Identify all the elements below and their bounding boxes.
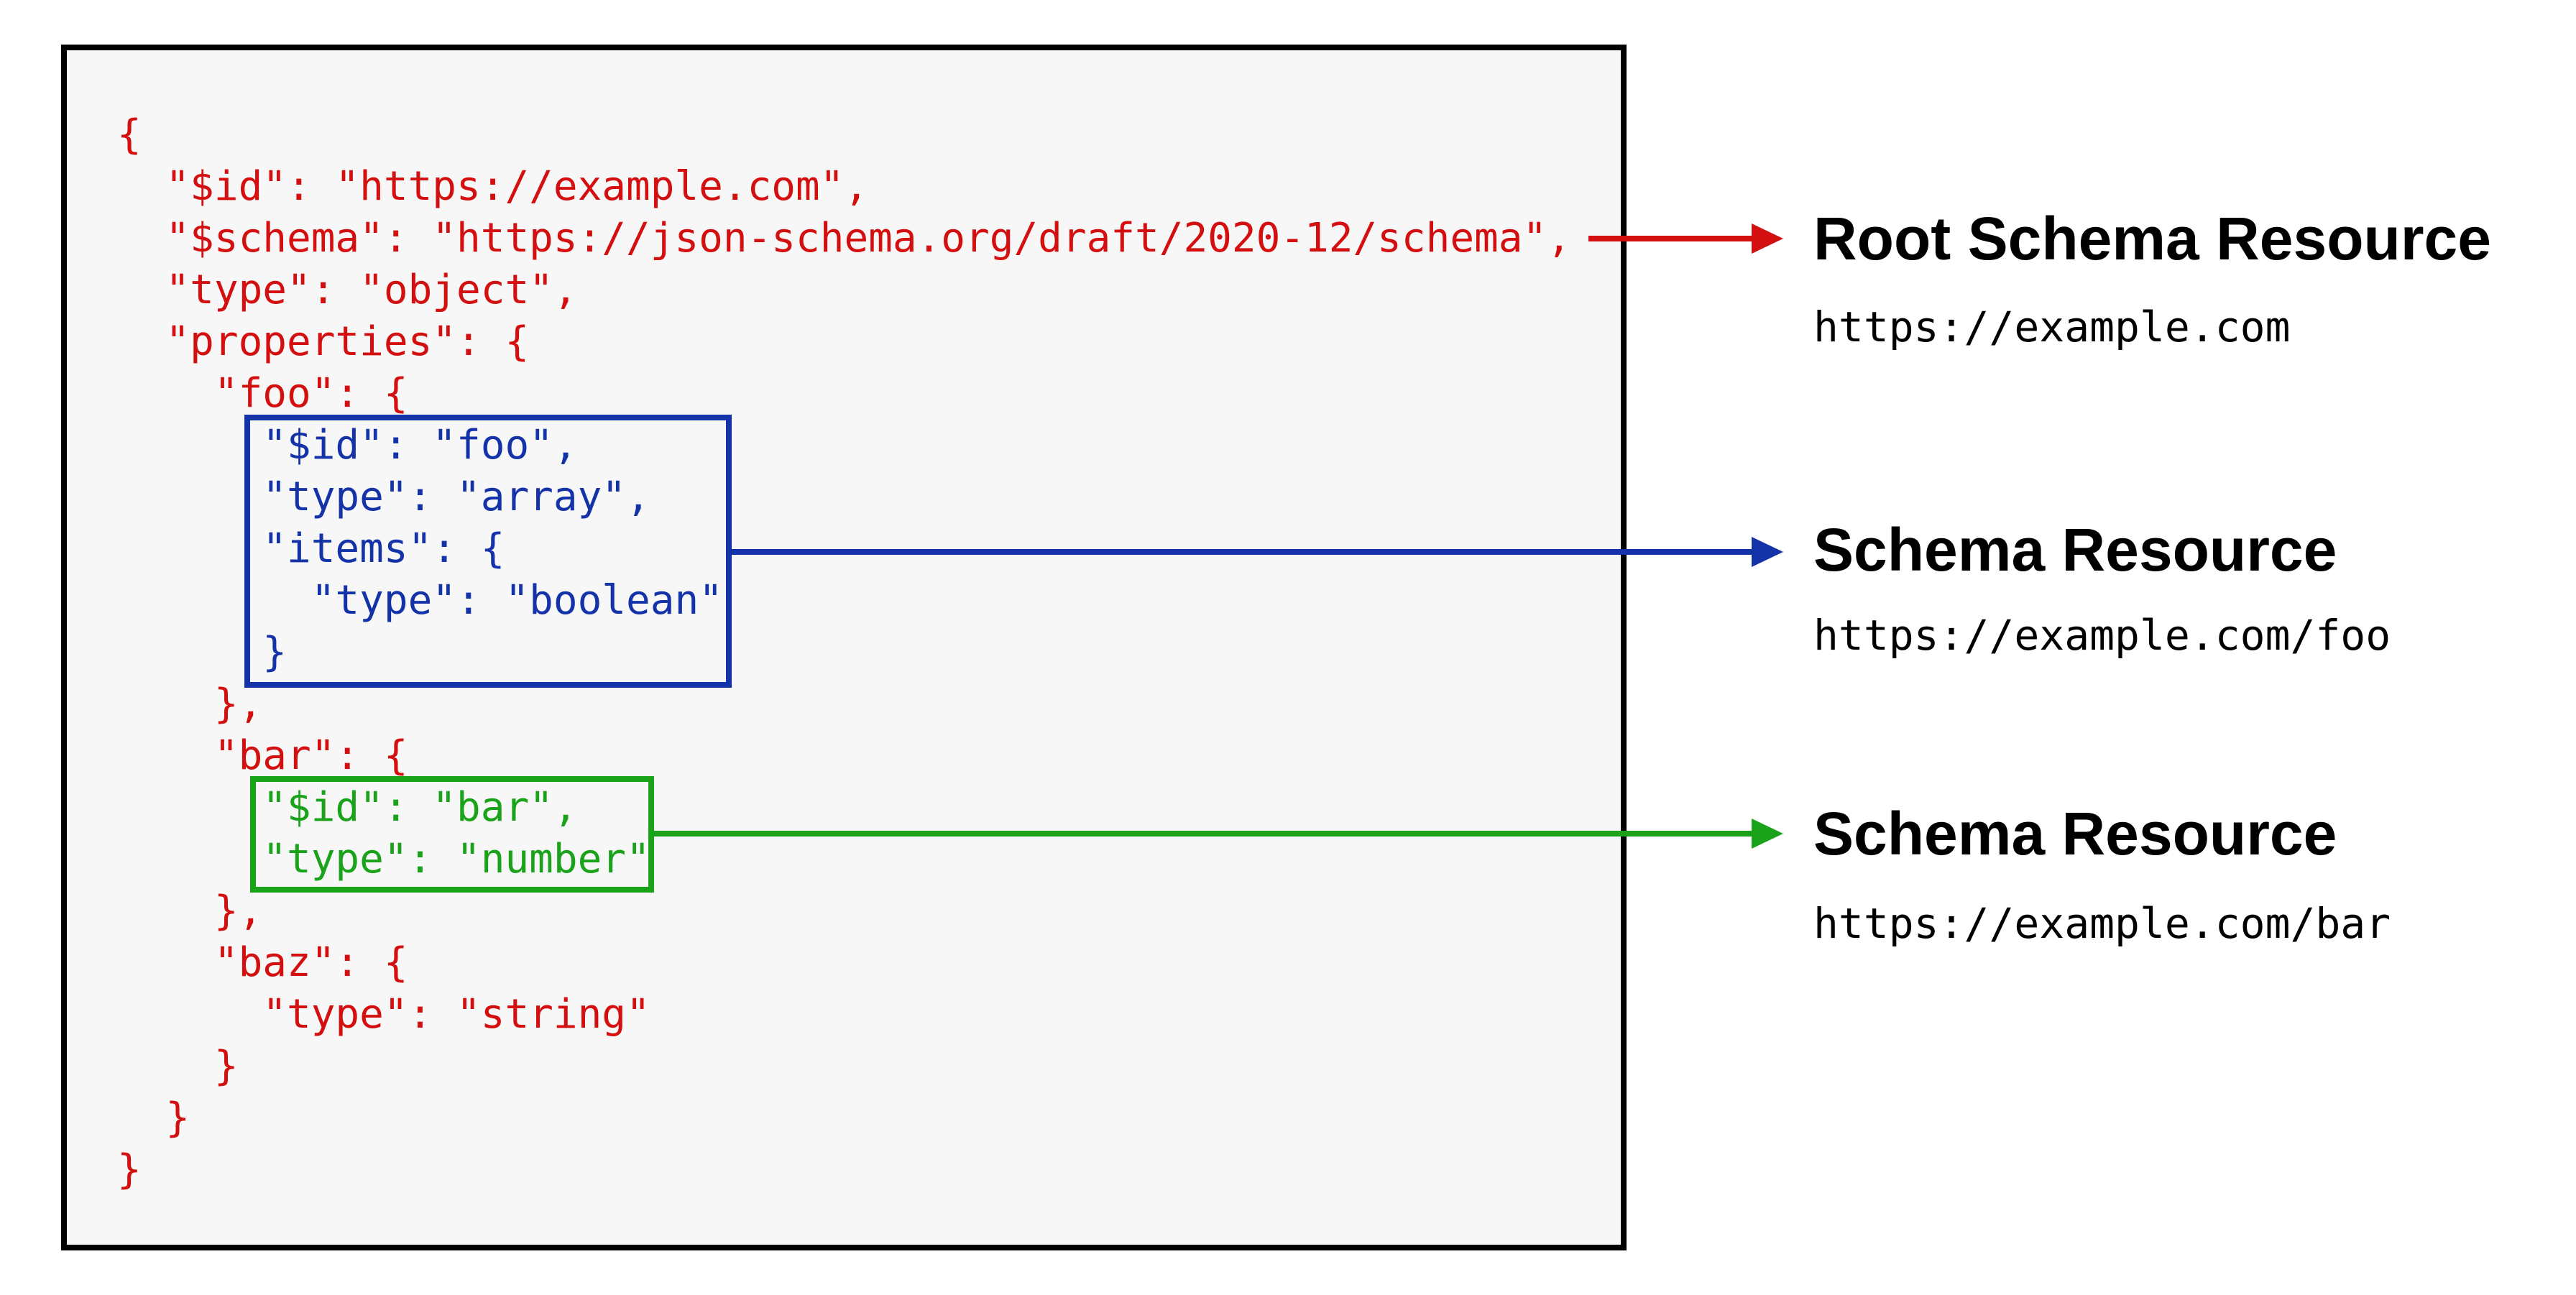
code-line: "$id": "foo",: [117, 422, 578, 469]
bar-schema-resource-title: Schema Resource: [1813, 800, 2337, 867]
foo-schema-resource-url: https://example.com/foo: [1813, 611, 2391, 660]
code-line: },: [117, 681, 263, 727]
code-line: "$id": "bar",: [117, 784, 578, 831]
root-schema-arrow-head-icon: [1752, 223, 1783, 254]
foo-schema-resource-title: Schema Resource: [1813, 516, 2337, 584]
foo-schema-arrow-line: [727, 549, 1754, 555]
json-code: { "$id": "https://example.com", "$schema…: [117, 109, 1571, 1196]
code-line: "type": "object",: [117, 267, 578, 313]
code-line: {: [117, 111, 142, 158]
code-line: },: [117, 888, 263, 934]
root-schema-resource-title: Root Schema Resource: [1813, 205, 2491, 272]
code-line: "bar": {: [117, 732, 408, 779]
code-line: "type": "number": [117, 836, 650, 882]
code-line: "baz": {: [117, 939, 408, 986]
bar-schema-arrow-head-icon: [1752, 819, 1783, 849]
code-line: }: [117, 1043, 239, 1089]
code-line: "$schema": "https://json-schema.org/draf…: [117, 215, 1571, 262]
code-line: "$id": "https://example.com",: [117, 163, 869, 210]
schema-code-panel: [61, 45, 1627, 1250]
code-line: "type": "array",: [117, 474, 650, 520]
foo-schema-arrow-head-icon: [1752, 537, 1783, 567]
code-line: }: [117, 629, 288, 676]
bar-schema-arrow-line: [651, 831, 1754, 837]
code-line: "foo": {: [117, 370, 408, 417]
code-line: }: [117, 1094, 190, 1141]
code-line: "type": "string": [117, 991, 650, 1038]
bar-schema-resource-url: https://example.com/bar: [1813, 899, 2391, 948]
root-schema-resource-url: https://example.com: [1813, 303, 2291, 351]
code-line: "items": {: [117, 525, 505, 572]
code-line: }: [117, 1146, 142, 1193]
code-line: "type": "boolean": [117, 577, 723, 624]
code-line: "properties": {: [117, 318, 530, 365]
root-schema-arrow-line: [1588, 236, 1754, 241]
